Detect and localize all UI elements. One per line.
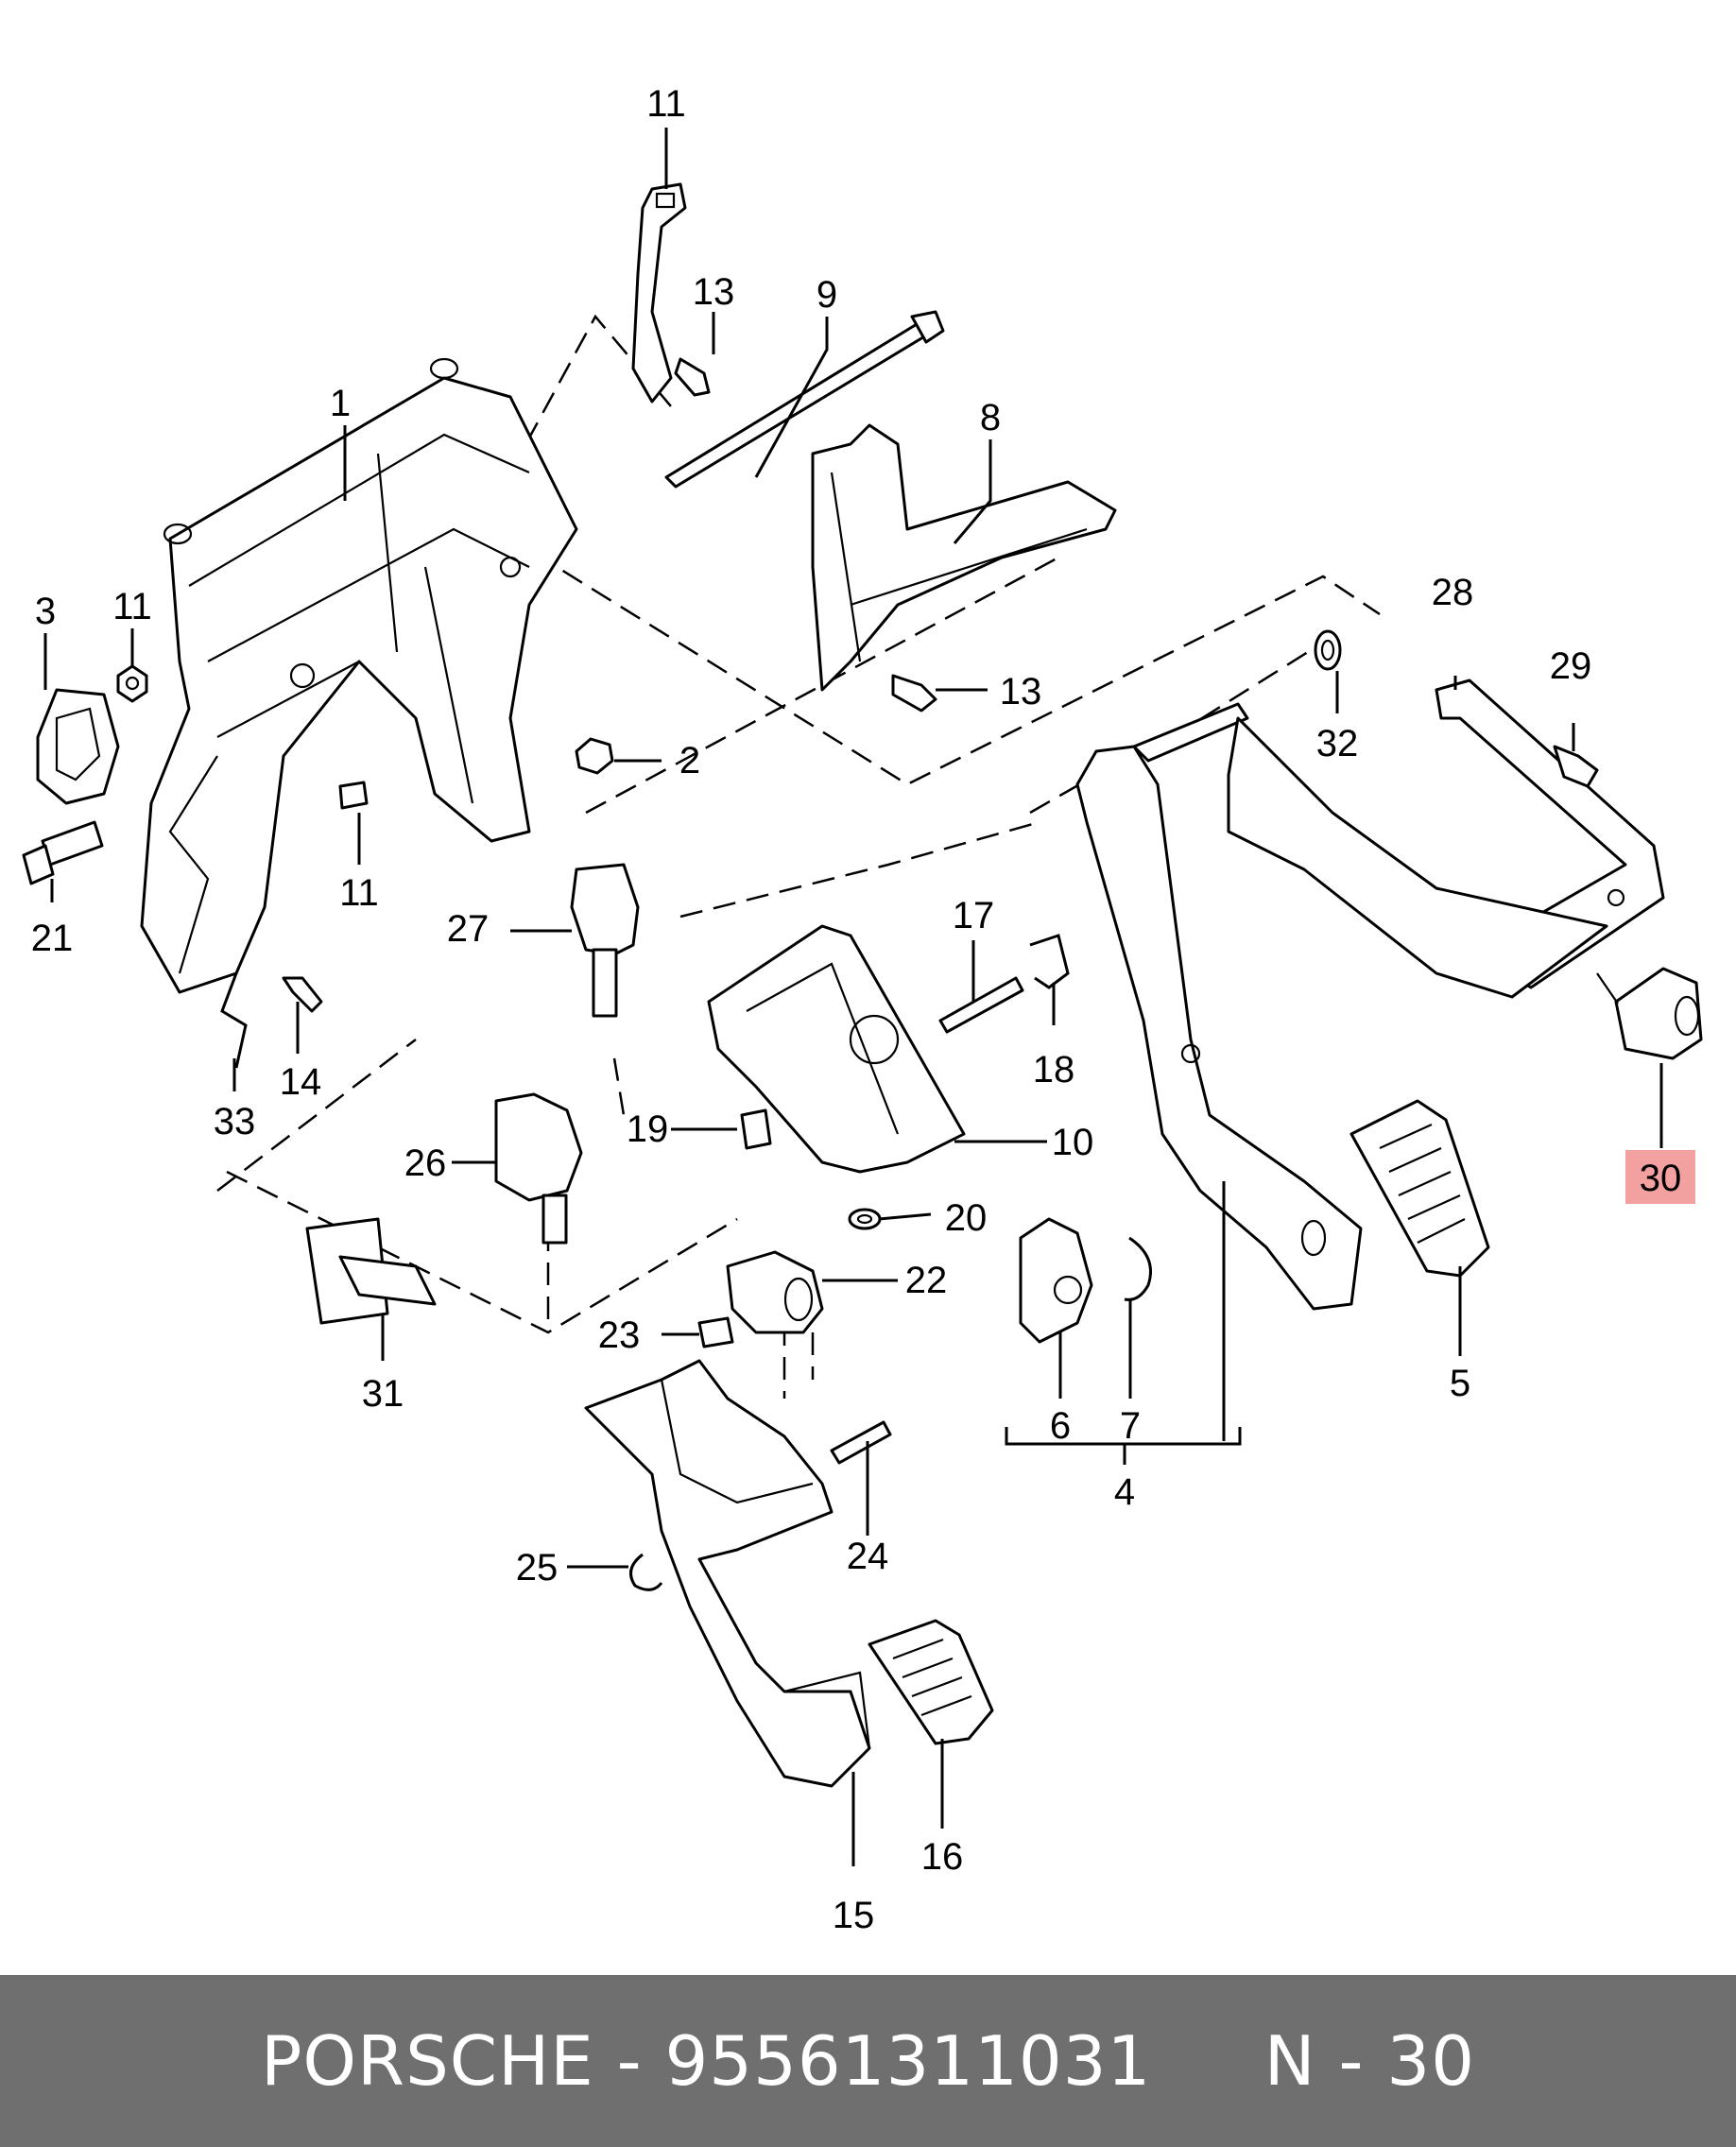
label-part-3: 3 <box>35 591 56 632</box>
label-part-21: 21 <box>31 918 74 959</box>
label-part-32: 32 <box>1316 723 1359 764</box>
clip-part-18 <box>1029 934 1070 989</box>
sensor-part-27 <box>570 863 640 1018</box>
pin-part-17 <box>938 976 1024 1034</box>
gasket-part-3 <box>36 688 120 805</box>
label-part-1: 1 <box>330 383 351 424</box>
pedal-pad-part-16 <box>868 1619 994 1745</box>
label-part-4: 4 <box>1114 1471 1135 1513</box>
bolt-part-13-lower <box>891 674 937 713</box>
label-part-15: 15 <box>833 1895 875 1936</box>
bolt-part-13-upper <box>674 357 711 397</box>
label-part-9: 9 <box>816 274 837 316</box>
brake-pedal-part-15 <box>584 1359 871 1788</box>
label-part-13-lower: 13 <box>1000 671 1042 713</box>
nut-part-11-upper <box>116 664 148 703</box>
label-part-17: 17 <box>953 895 995 936</box>
clip-part-19 <box>740 1108 772 1150</box>
label-part-8: 8 <box>980 397 1001 438</box>
screw-part-29 <box>1553 745 1599 788</box>
highlight-box-part-30 <box>1625 1150 1695 1204</box>
circlip-part-25 <box>629 1553 663 1591</box>
label-part-26: 26 <box>404 1142 447 1184</box>
sensor-part-26 <box>494 1092 583 1245</box>
nut-part-2 <box>575 737 614 775</box>
label-part-24: 24 <box>847 1536 889 1577</box>
footer-part-number-text: PORSCHE - 95561311031 N - 30 <box>260 2021 1476 2101</box>
label-part-25: 25 <box>516 1547 559 1589</box>
leader-lines <box>43 128 1663 1866</box>
label-part-10: 10 <box>1052 1122 1094 1163</box>
lower-bracket-part-10 <box>707 924 966 1174</box>
nut-part-11-lower <box>338 781 369 810</box>
label-part-29: 29 <box>1550 645 1592 687</box>
bearing-block-part-6 <box>1019 1217 1093 1344</box>
bracket-strip-part-12 <box>631 182 687 404</box>
label-part-6: 6 <box>1050 1405 1071 1447</box>
label-part-31: 31 <box>362 1373 404 1415</box>
label-part-28: 28 <box>1432 572 1474 613</box>
clutch-pedal-part-4 <box>1075 702 1363 1311</box>
screw-part-14 <box>282 976 323 1013</box>
clip-part-23 <box>697 1316 734 1348</box>
pedal-pad-part-5 <box>1349 1099 1490 1278</box>
spring-clip-part-33 <box>220 972 248 1069</box>
label-part-20: 20 <box>945 1197 988 1239</box>
label-part-7: 7 <box>1120 1405 1141 1447</box>
switch-part-30 <box>1227 716 1703 1060</box>
label-part-12: 11 <box>646 83 686 125</box>
pin-part-24 <box>830 1420 892 1465</box>
label-part-11-lower: 11 <box>339 872 379 914</box>
label-part-22: 22 <box>905 1260 948 1301</box>
shaft-part-9 <box>664 310 945 489</box>
label-part-19: 19 <box>627 1108 669 1150</box>
bracket-part-31 <box>305 1217 437 1325</box>
label-part-27: 27 <box>447 908 490 950</box>
label-part-33: 33 <box>214 1101 256 1142</box>
label-part-13-upper: 13 <box>693 271 735 313</box>
label-part-16: 16 <box>921 1836 964 1878</box>
label-part-23: 23 <box>598 1314 641 1356</box>
parts-diagram: 11 13 9 8 13 1 3 11 2 32 28 29 21 11 27 … <box>22 83 1703 1936</box>
bolt-part-21 <box>22 820 104 885</box>
pedal-bracket-part-1 <box>140 357 578 994</box>
switch-part-22 <box>726 1250 824 1334</box>
label-part-11-upper: 11 <box>112 586 152 627</box>
part-labels: 11 13 9 8 13 1 3 11 2 32 28 29 21 11 27 … <box>31 83 1682 1936</box>
label-part-14: 14 <box>280 1061 322 1103</box>
washer-part-32 <box>1314 629 1342 671</box>
clip-part-7 <box>1124 1236 1152 1301</box>
part-number-footer: PORSCHE - 95561311031 N - 30 <box>0 1975 1736 2147</box>
label-part-18: 18 <box>1033 1049 1075 1091</box>
washer-part-20 <box>848 1208 882 1230</box>
label-part-30: 30 <box>1640 1158 1682 1199</box>
label-part-2: 2 <box>679 740 700 782</box>
lever-arm-part-8 <box>811 423 1117 692</box>
label-part-5: 5 <box>1450 1363 1470 1404</box>
